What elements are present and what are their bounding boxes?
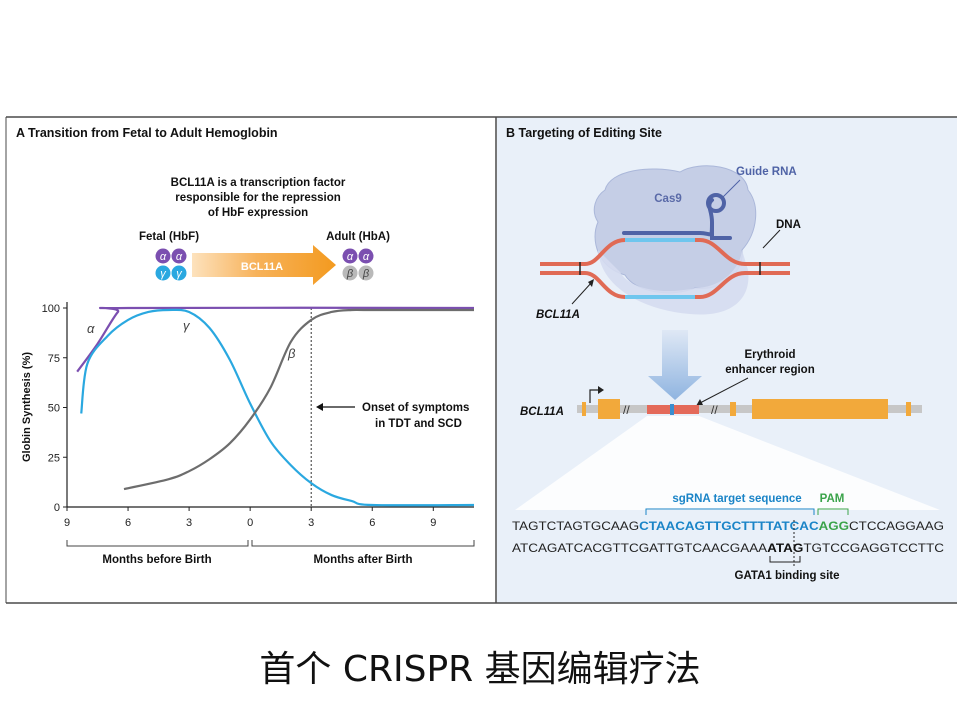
bcl11a-gene-label-bottom: BCL11A (520, 406, 564, 418)
pam-label: PAM (820, 493, 845, 505)
glyph-beta: β (346, 268, 354, 280)
after-birth-label: Months after Birth (313, 554, 412, 566)
seq-bottom-post: TGTCCGAGGTCCTTC (803, 541, 944, 555)
seq-bottom-bold: ATAG (767, 541, 803, 555)
enhancer-label-line-1: Erythroid (744, 349, 795, 361)
x-tick-label: 3 (186, 517, 192, 529)
slide-caption: 首个 CRISPR 基因编辑疗法 (259, 649, 701, 690)
x-tick-label: 9 (430, 517, 436, 529)
alpha-series-label: α (87, 321, 95, 336)
sgrna-label: sgRNA target sequence (672, 493, 801, 505)
x-tick-label: 0 (247, 517, 253, 529)
bcl11a-gene-label-top: BCL11A (536, 309, 580, 321)
pam-bracket (817, 508, 849, 515)
x-tick-label: 3 (308, 517, 314, 529)
guide-rna-loop-icon (706, 193, 726, 213)
y-tick-label: 100 (42, 303, 60, 315)
bcl11a-arrow-label: BCL11A (241, 261, 283, 273)
seq-top-post: CTCCAGGAAG (849, 519, 944, 533)
before-birth-bracket (66, 540, 249, 547)
onset-label-line-2: in TDT and SCD (375, 418, 462, 430)
cas9-label: Cas9 (654, 193, 682, 205)
fetal-label: Fetal (HbF) (139, 231, 199, 243)
y-tick-label: 0 (54, 502, 60, 514)
onset-label-line-1: Onset of symptoms (362, 402, 469, 414)
gata1-bracket (769, 556, 801, 563)
adult-label: Adult (HbA) (326, 231, 390, 243)
x-tick-label: 9 (64, 517, 70, 529)
alpha-series-line (76, 306, 475, 373)
bcl11a-pointer (571, 281, 593, 305)
x-tick-label: 6 (369, 517, 375, 529)
x-tick-label: 6 (125, 517, 131, 529)
enhancer-pointer (699, 377, 749, 404)
enhancer-label-line-2: enhancer region (725, 364, 814, 376)
down-arrow-icon (648, 330, 702, 400)
target-site-mark (670, 404, 674, 415)
beta-series-label: β (287, 346, 296, 361)
glyph-alpha: α (363, 251, 370, 263)
tss-arrowhead-icon (598, 386, 604, 394)
panel-a-background (6, 117, 495, 603)
bcl11a-pointer-head-icon (588, 279, 594, 287)
gene-track: // // (577, 386, 922, 419)
guide-rna-pointer (721, 179, 741, 199)
gamma-series-label: γ (183, 318, 191, 333)
glyph-gamma: γ (160, 268, 167, 280)
seq-bottom-pre: ATCAGATCACGTTCGATTGTCAACGAAA (512, 541, 767, 555)
dna-helix-icon (540, 238, 790, 299)
panel-a-title: A Transition from Fetal to Adult Hemoglo… (16, 126, 278, 140)
y-axis-label: Globin Synthesis (%) (21, 352, 33, 462)
break-mark-icon: // (711, 403, 718, 417)
onset-arrowhead-icon (316, 403, 323, 411)
seq-top-target: CTAACAGTTGCTTTTATCAC (639, 519, 819, 533)
panel-b-title: B Targeting of Editing Site (506, 126, 662, 140)
glyph-alpha: α (160, 251, 167, 263)
gata1-label: GATA1 binding site (735, 570, 840, 582)
break-mark-icon: // (623, 403, 630, 417)
bcl11a-note-line-3: of HbF expression (208, 207, 308, 219)
seq-top-pre: TAGTCTAGTGCAAG (512, 519, 639, 533)
beta-series-line (123, 308, 474, 491)
glyph-gamma: γ (176, 268, 183, 280)
seq-top-pam: AGG (819, 519, 849, 533)
after-birth-bracket (251, 540, 475, 547)
before-birth-label: Months before Birth (102, 554, 211, 566)
bcl11a-arrow-icon (192, 245, 336, 285)
glyph-alpha: α (347, 251, 354, 263)
y-tick-label: 50 (48, 403, 60, 415)
bcl11a-note-line-2: responsible for the repression (175, 192, 341, 204)
glyph-beta: β (362, 268, 370, 280)
y-tick-label: 25 (48, 452, 60, 464)
globin-chart: 0 25 50 75 100 9 6 3 0 3 6 9 (42, 302, 475, 529)
glyph-alpha: α (176, 251, 183, 263)
dna-pointer (762, 229, 781, 249)
y-tick-label: 75 (48, 353, 60, 365)
zoom-wedge (515, 416, 940, 510)
enhancer-pointer-head-icon (696, 399, 703, 406)
dna-label: DNA (776, 219, 801, 231)
sgrna-bracket (645, 508, 815, 515)
gamma-series-line (80, 308, 475, 507)
adult-hemoglobin-icon: α α β β (342, 248, 374, 281)
bcl11a-note-line-1: BCL11A is a transcription factor (171, 177, 346, 189)
guide-rna-label: Guide RNA (736, 166, 797, 178)
fetal-hemoglobin-icon: α α γ γ (155, 248, 187, 281)
